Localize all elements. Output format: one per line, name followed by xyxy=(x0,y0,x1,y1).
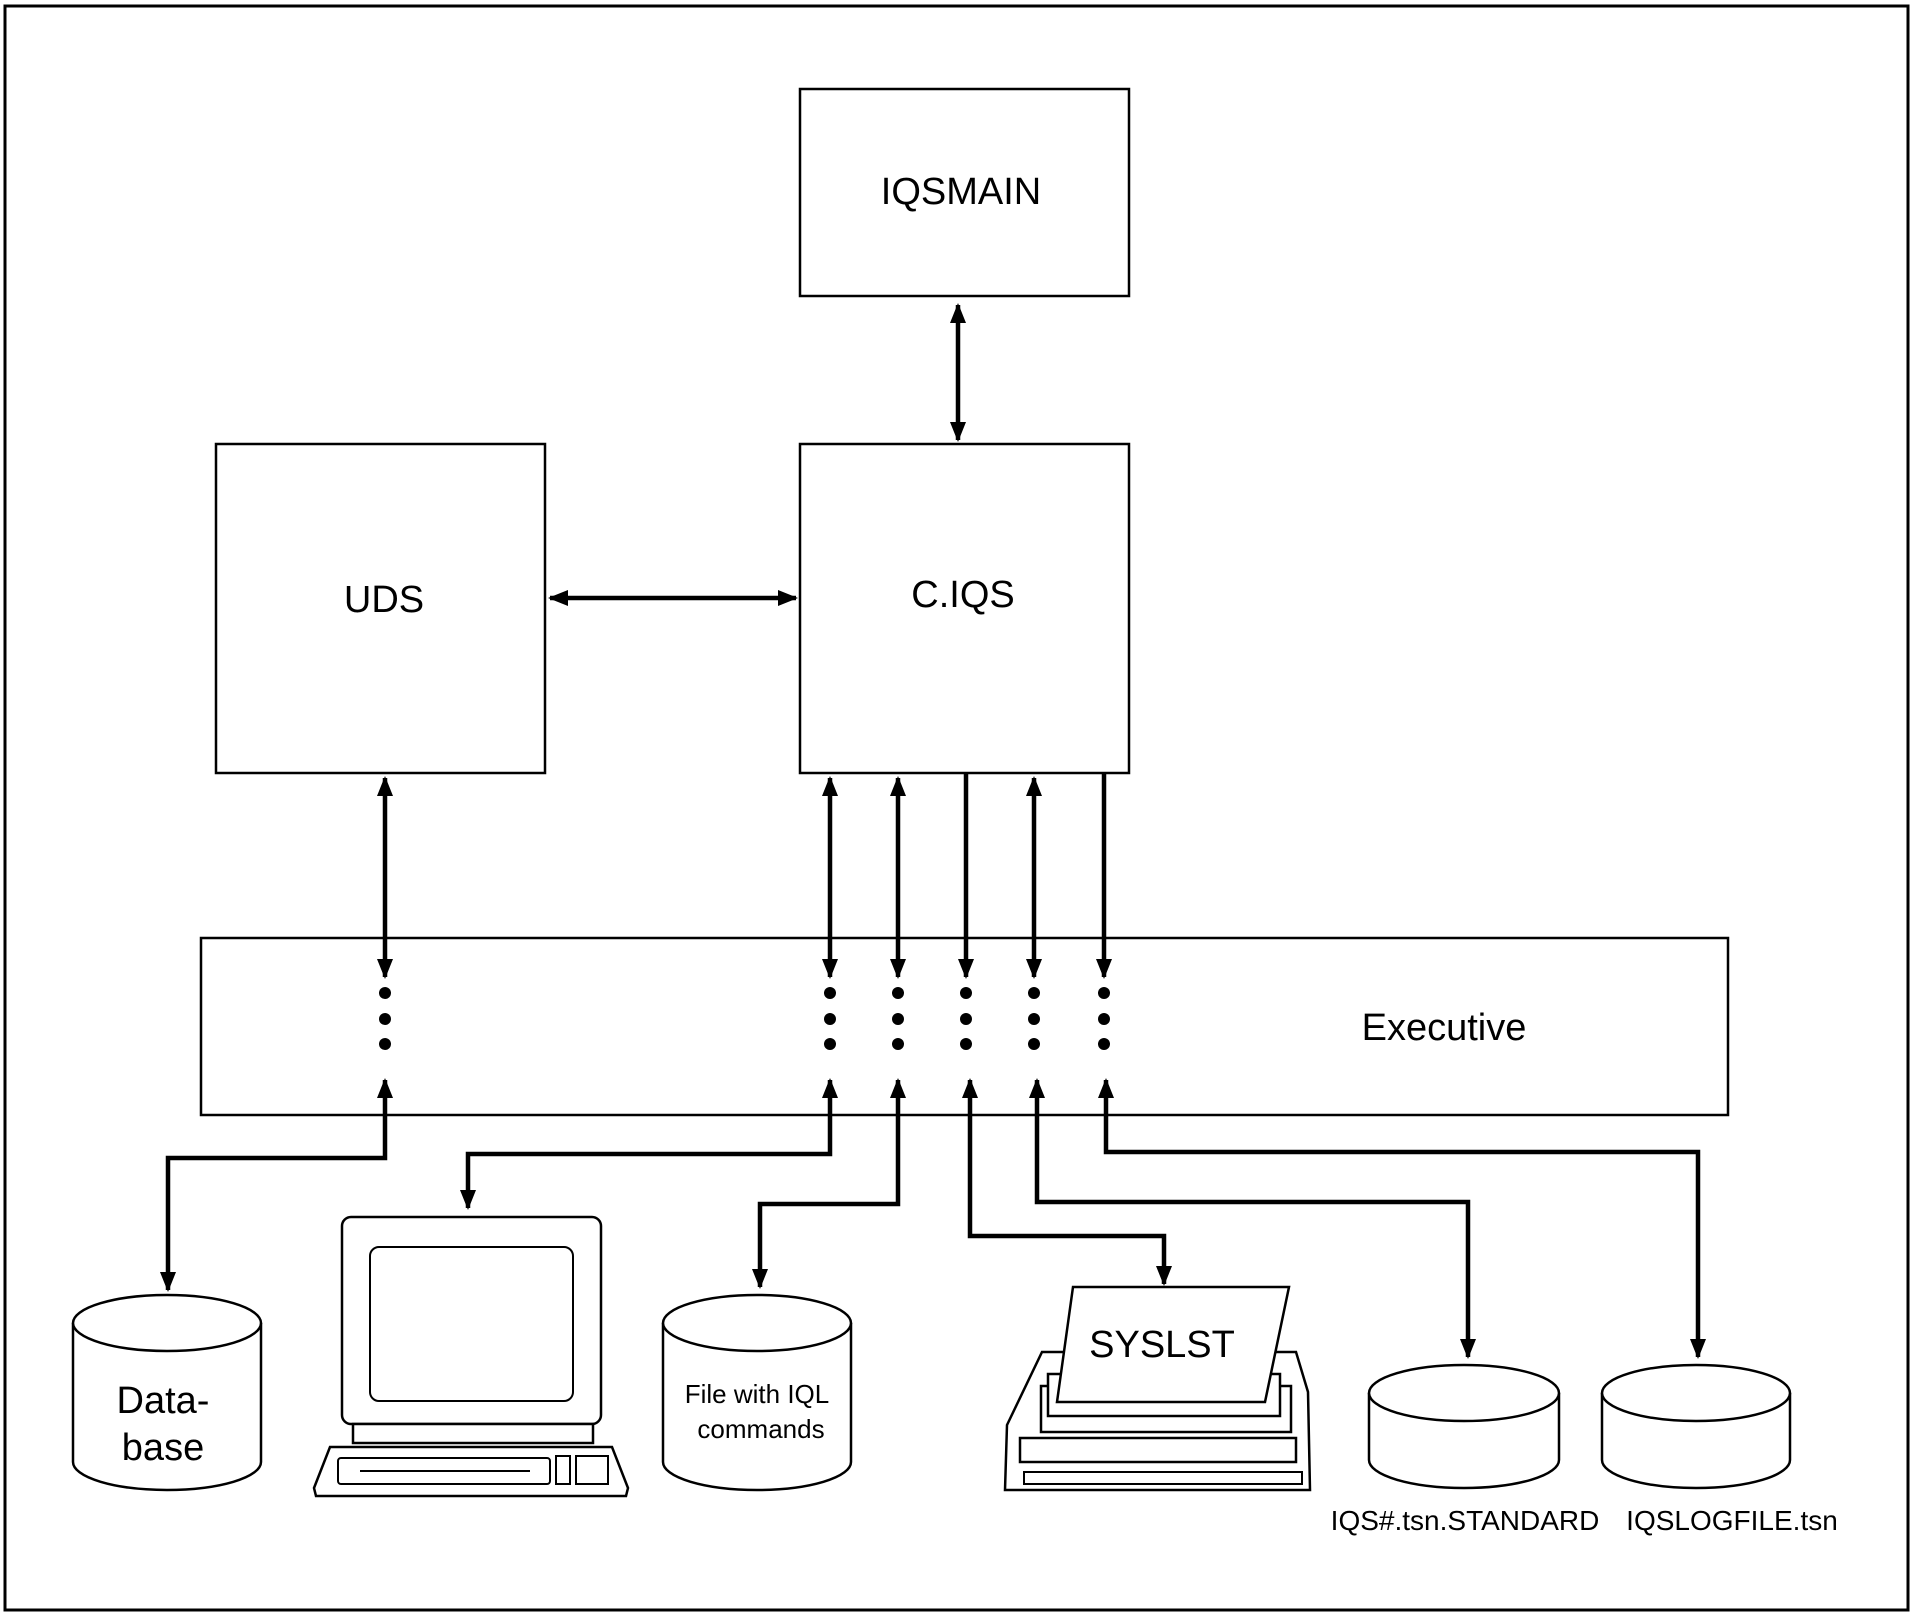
printer-paper xyxy=(1055,1285,1291,1404)
executive-ports xyxy=(379,987,1110,1050)
iqsmain-box xyxy=(798,87,1131,298)
port-dots-1 xyxy=(824,987,836,1050)
logfile-label: IQSLOGFILE.tsn xyxy=(1626,1505,1838,1536)
port-dots-2 xyxy=(892,987,904,1050)
port-dots-3 xyxy=(960,987,972,1050)
standard-file-disk: IQS#.tsn.STANDARD xyxy=(1331,1363,1600,1536)
executive-label: Executive xyxy=(1362,1007,1527,1049)
port-dots-uds xyxy=(379,987,391,1050)
iql-file-label-line2: commands xyxy=(697,1414,824,1444)
disk-icon xyxy=(71,1323,263,1492)
standard-file-label: IQS#.tsn.STANDARD xyxy=(1331,1505,1600,1536)
terminal-monitor xyxy=(340,1215,603,1426)
disk-icon xyxy=(661,1323,853,1492)
database-label-line2: base xyxy=(122,1427,204,1469)
printer-tray xyxy=(1018,1436,1298,1464)
link-executive-logfile xyxy=(1098,1078,1706,1359)
port-dots-5 xyxy=(1098,987,1110,1050)
terminal-base xyxy=(351,1422,595,1445)
connections-lower xyxy=(160,1078,1706,1359)
terminal-screen xyxy=(369,1246,574,1402)
connections-upper xyxy=(377,303,1112,979)
iql-file-disk: File with IQL commands xyxy=(661,1293,853,1492)
iql-file-label-line1: File with IQL xyxy=(685,1379,830,1409)
diagram-frame xyxy=(3,4,1910,1612)
iqsmain-node: IQSMAIN xyxy=(798,87,1131,298)
ciqs-box xyxy=(798,442,1131,775)
port-dots-4 xyxy=(1028,987,1040,1050)
uds-box xyxy=(214,442,547,775)
database-label-line1: Data- xyxy=(117,1380,210,1422)
link-executive-database xyxy=(160,1078,393,1292)
iqsmain-label: IQSMAIN xyxy=(881,171,1041,213)
ciqs-label: C.IQS xyxy=(911,574,1014,616)
logfile-disk: IQSLOGFILE.tsn xyxy=(1600,1363,1838,1536)
ciqs-node: C.IQS xyxy=(798,442,1131,775)
printer-label: SYSLST xyxy=(1089,1324,1235,1366)
uds-node: UDS xyxy=(214,442,547,775)
database-disk: Data- base xyxy=(71,1293,263,1492)
link-executive-iql-file xyxy=(752,1078,906,1289)
uds-label: UDS xyxy=(344,579,424,621)
printer-icon: SYSLST xyxy=(1003,1285,1312,1492)
terminal-icon xyxy=(312,1215,630,1498)
